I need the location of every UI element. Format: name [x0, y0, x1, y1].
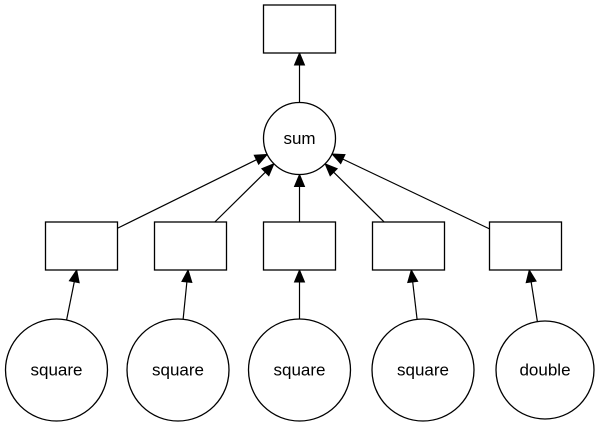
node-label: square: [274, 361, 326, 380]
node-label: square: [152, 361, 204, 380]
task-node-square4: square: [371, 318, 475, 422]
task-node-square2: square: [126, 318, 230, 422]
edge-data2-to-sum: [214, 162, 275, 223]
edge-line: [182, 281, 188, 320]
edge-line: [342, 158, 490, 230]
data-node-data4: [371, 221, 446, 271]
arrowhead-icon: [293, 51, 306, 66]
node-label: square: [31, 361, 83, 380]
edge-square3-to-data3: [293, 268, 306, 319]
arrowhead-icon: [293, 173, 306, 187]
edge-data1-to-sum: [117, 153, 269, 229]
edge-line: [333, 171, 385, 223]
edge-data5-to-sum: [330, 153, 490, 230]
box-shape: [262, 4, 337, 54]
arrowhead-icon: [324, 162, 339, 177]
edge-sum-to-result: [293, 51, 306, 103]
edge-data4-to-sum: [324, 162, 385, 223]
edges-layer: [65, 51, 538, 322]
box-shape: [488, 221, 563, 271]
data-node-data1: [44, 221, 119, 271]
arrowhead-icon: [181, 268, 193, 284]
task-node-square3: square: [247, 318, 352, 422]
circle-shape: [371, 318, 475, 422]
data-node-result: [262, 4, 337, 54]
edge-line: [117, 159, 257, 229]
edge-line: [65, 281, 75, 321]
task-node-square1: square: [4, 318, 109, 422]
task-node-double1: double: [495, 320, 595, 420]
edge-square4-to-data4: [407, 268, 419, 320]
data-node-data3: [262, 221, 337, 271]
box-shape: [153, 221, 228, 271]
nodes-layer: sum square square square square double: [4, 4, 595, 422]
arrowhead-icon: [68, 268, 80, 284]
data-node-data5: [488, 221, 563, 271]
node-label: sum: [283, 129, 315, 148]
edge-double1-to-data5: [525, 268, 538, 322]
arrowhead-icon: [330, 153, 346, 165]
circle-shape: [4, 318, 109, 422]
node-label: square: [397, 361, 449, 380]
arrowhead-icon: [407, 268, 419, 284]
circle-shape: [262, 101, 337, 176]
edge-square1-to-data1: [65, 268, 80, 321]
arrowhead-icon: [293, 268, 306, 283]
circle-shape: [126, 318, 230, 422]
arrowhead-icon: [260, 162, 275, 177]
box-shape: [371, 221, 446, 271]
arrowhead-icon: [253, 153, 269, 166]
box-shape: [262, 221, 337, 271]
node-label: double: [519, 361, 570, 380]
circle-shape: [247, 318, 352, 422]
task-node-sum: sum: [262, 101, 337, 176]
edge-square2-to-data2: [181, 268, 193, 320]
edge-line: [412, 281, 418, 320]
arrowhead-icon: [525, 268, 537, 284]
edge-data3-to-sum: [293, 173, 306, 222]
data-node-data2: [153, 221, 228, 271]
box-shape: [44, 221, 119, 271]
circle-shape: [495, 320, 595, 420]
edge-line: [530, 281, 538, 322]
edge-line: [214, 171, 266, 223]
